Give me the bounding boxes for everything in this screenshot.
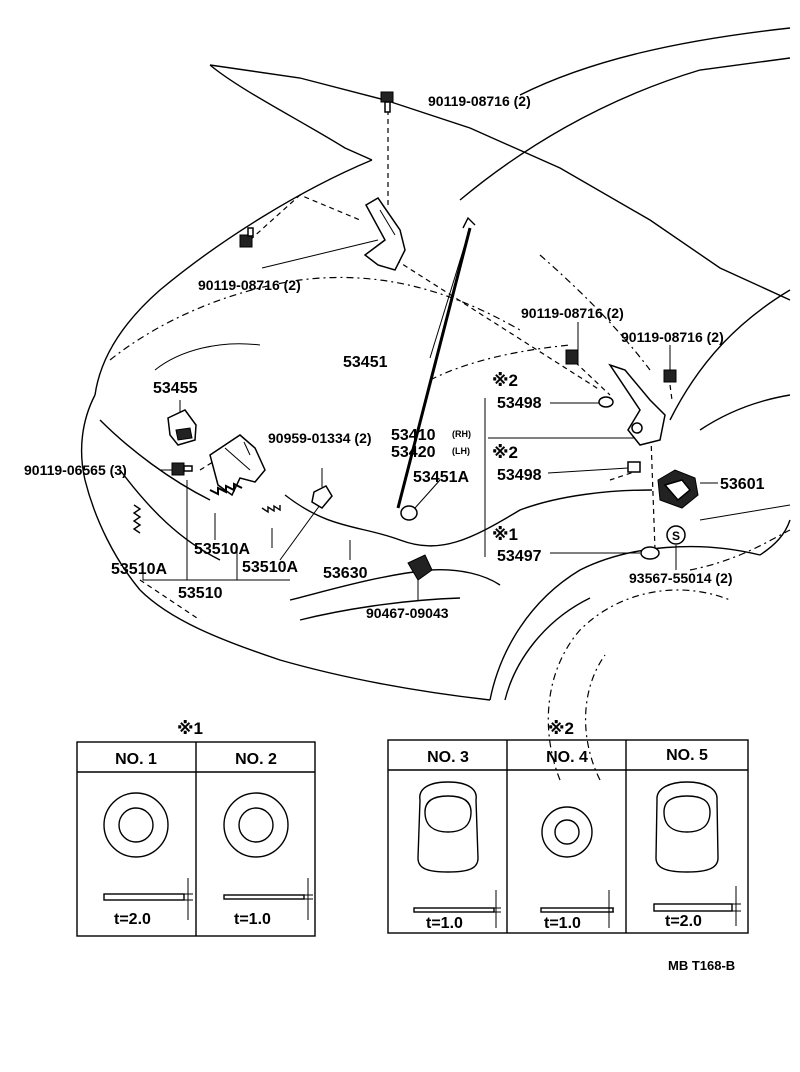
callout-bolt-left: 90119-08716 (2) [198,277,301,293]
legend2-t3: t=1.0 [426,915,463,932]
hood-lock-icon [209,434,266,497]
hood-latch-icon [657,469,699,509]
callout-lock-a3: 53510A [242,559,298,576]
hood-support-rod-icon [396,216,476,509]
legend1-mark: ※1 [177,719,203,738]
callout-cushion: 53455 [153,380,198,397]
release-cable-icon [284,489,653,547]
callout-lock: 53510 [178,585,223,602]
callout-hinge-rh: 53410 [391,427,436,444]
shim-53498-b-icon [627,461,641,473]
callout-bolt-right-b: 90119-08716 (2) [621,329,724,345]
callout-screw-left: 90119-06565 (3) [24,462,127,478]
leader-lines [139,110,718,621]
shim-53497-icon [640,546,660,560]
cushion-icon [167,409,197,446]
legend2-no3: NO. 3 [427,749,469,766]
callout-lock-a1: 53510A [194,541,250,558]
washer-no2-icon [223,792,313,920]
callout-support-rod: 53451 [343,354,388,371]
diagram-code: MB T168-B [668,958,735,973]
hood-hinge-left-icon [363,197,406,271]
callout-clip-90959: 90959-01334 (2) [268,430,372,446]
callout-ref2-a: ※2 [492,371,518,390]
legend-1: ※1 NO. 1 NO. 2 t=2.0 t=1.0 [76,719,316,937]
callout-latch: 53601 [720,476,765,493]
spring-c-icon [261,504,281,514]
legend1-no2: NO. 2 [235,751,277,768]
clip-90959-icon [311,485,333,509]
callout-bolt-right-a: 90119-08716 (2) [521,305,624,321]
legend2-t4: t=1.0 [544,915,581,932]
callout-hinge-lh-tag: (LH) [452,446,470,456]
legend1-t1: t=2.0 [114,911,151,928]
bolt-top-icon [380,91,394,113]
callout-ref2-b: ※2 [492,443,518,462]
shim-no5-icon [653,781,741,926]
clip-53451a-icon [400,505,418,521]
legend-2: ※2 NO. 3 NO. 4 NO. 5 t=1.0 t=1.0 [387,719,749,934]
bolt-left-icon [239,227,254,248]
vehicle-outline [80,27,791,781]
legend2-frame [387,739,749,934]
callout-hinge-lh: 53420 [391,444,436,461]
spring-b-icon [209,482,243,496]
shim-no4-icon [540,806,614,928]
callout-shim-53497: 53497 [497,548,542,565]
shim-53498-a-icon [598,396,614,408]
callout-bolt-top: 90119-08716 (2) [428,93,531,109]
callout-clip-53451a: 53451A [413,469,469,486]
nut-symbol: S [672,529,680,543]
callout-cable: 53630 [323,565,368,582]
washer-no1-icon [103,792,193,920]
callout-nut: 93567-55014 (2) [629,570,733,586]
legend2-t5: t=2.0 [665,913,702,930]
clamp-90467-icon [407,554,433,581]
parts [132,91,699,581]
callout-shim-53498-b: 53498 [497,467,542,484]
legend1-no1: NO. 1 [115,751,157,768]
callout-ref1: ※1 [492,525,518,544]
legend2-no4: NO. 4 [546,749,588,766]
legend1-t2: t=1.0 [234,911,271,928]
callout-hinge-rh-tag: (RH) [452,429,471,439]
legend2-mark: ※2 [548,719,574,738]
shim-no3-icon [413,781,501,928]
bolt-right-b-icon [663,369,677,383]
bolt-right-a-icon [565,349,579,365]
callout-clamp: 90467-09043 [366,605,449,621]
callout-lock-a2: 53510A [111,561,167,578]
hood-hinge-right-icon [608,363,666,446]
spring-a-icon [132,504,142,534]
callout-labels: 90119-08716 (2) 90119-08716 (2) 90119-08… [24,93,765,621]
legend2-no5: NO. 5 [666,747,708,764]
nut-icon [666,525,686,545]
screw-left-icon [171,462,193,476]
callout-shim-53498-a: 53498 [497,395,542,412]
